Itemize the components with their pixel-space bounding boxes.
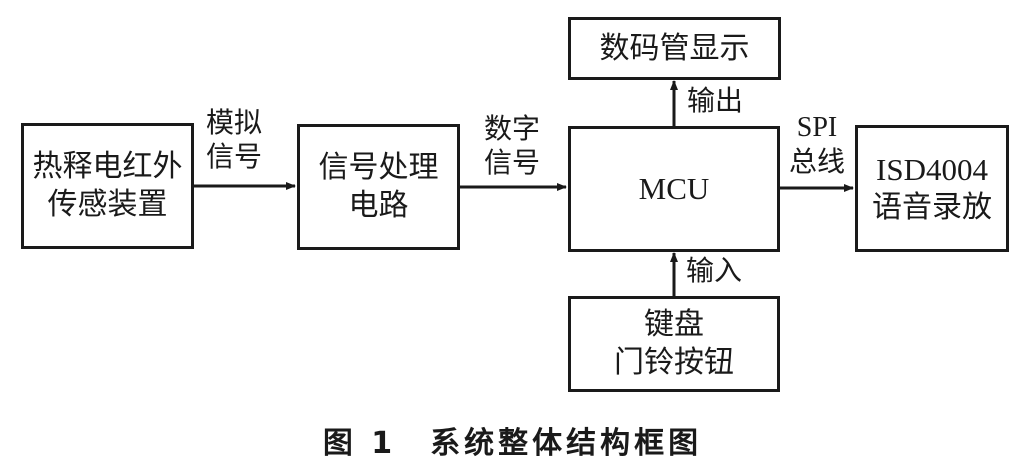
figure-title: 系统整体结构框图 bbox=[430, 426, 703, 461]
edge-label-line: 信号 bbox=[484, 146, 541, 179]
edge-label-line: 信号 bbox=[206, 140, 263, 173]
block-label: 传感装置 bbox=[47, 187, 168, 222]
block-voice-recorder: ISD4004 语音录放 bbox=[855, 125, 1009, 252]
edge-label-analog-signal: 模拟 信号 bbox=[206, 106, 262, 174]
edge-label-line: 模拟 bbox=[206, 106, 263, 139]
block-label: 电路 bbox=[348, 188, 409, 223]
block-label: 热释电红外 bbox=[32, 149, 183, 184]
block-label: ISD4004 bbox=[876, 151, 988, 187]
block-label: 键盘 bbox=[644, 307, 704, 342]
block-label: 信号处理 bbox=[318, 150, 439, 185]
edge-label-line: 输入 bbox=[686, 254, 743, 287]
edge-label-line: 总线 bbox=[789, 145, 846, 178]
block-keypad: 键盘 门铃按钮 bbox=[568, 296, 780, 392]
edge-label-line: 输出 bbox=[687, 84, 744, 117]
edge-label-line: SPI bbox=[796, 112, 838, 143]
block-mcu: MCU bbox=[568, 126, 780, 252]
edge-label-input: 输入 bbox=[686, 254, 742, 288]
figure-caption: 图 1 系统整体结构框图 bbox=[0, 418, 1025, 462]
block-display: 数码管显示 bbox=[568, 17, 781, 80]
block-label: 门铃按钮 bbox=[614, 345, 734, 380]
edge-label-output: 输出 bbox=[687, 84, 743, 118]
block-pir-sensor: 热释电红外 传感装置 bbox=[21, 123, 194, 249]
edge-label-line: 数字 bbox=[484, 112, 541, 145]
block-label: MCU bbox=[638, 171, 710, 206]
edge-label-spi-bus: SPI 总线 bbox=[789, 111, 845, 179]
figure-number: 图 1 bbox=[322, 426, 397, 461]
block-label: 语音录放 bbox=[872, 189, 992, 225]
block-label: 数码管显示 bbox=[599, 30, 750, 66]
edge-label-digital-signal: 数字 信号 bbox=[484, 112, 540, 180]
block-signal-processing: 信号处理 电路 bbox=[297, 124, 460, 250]
